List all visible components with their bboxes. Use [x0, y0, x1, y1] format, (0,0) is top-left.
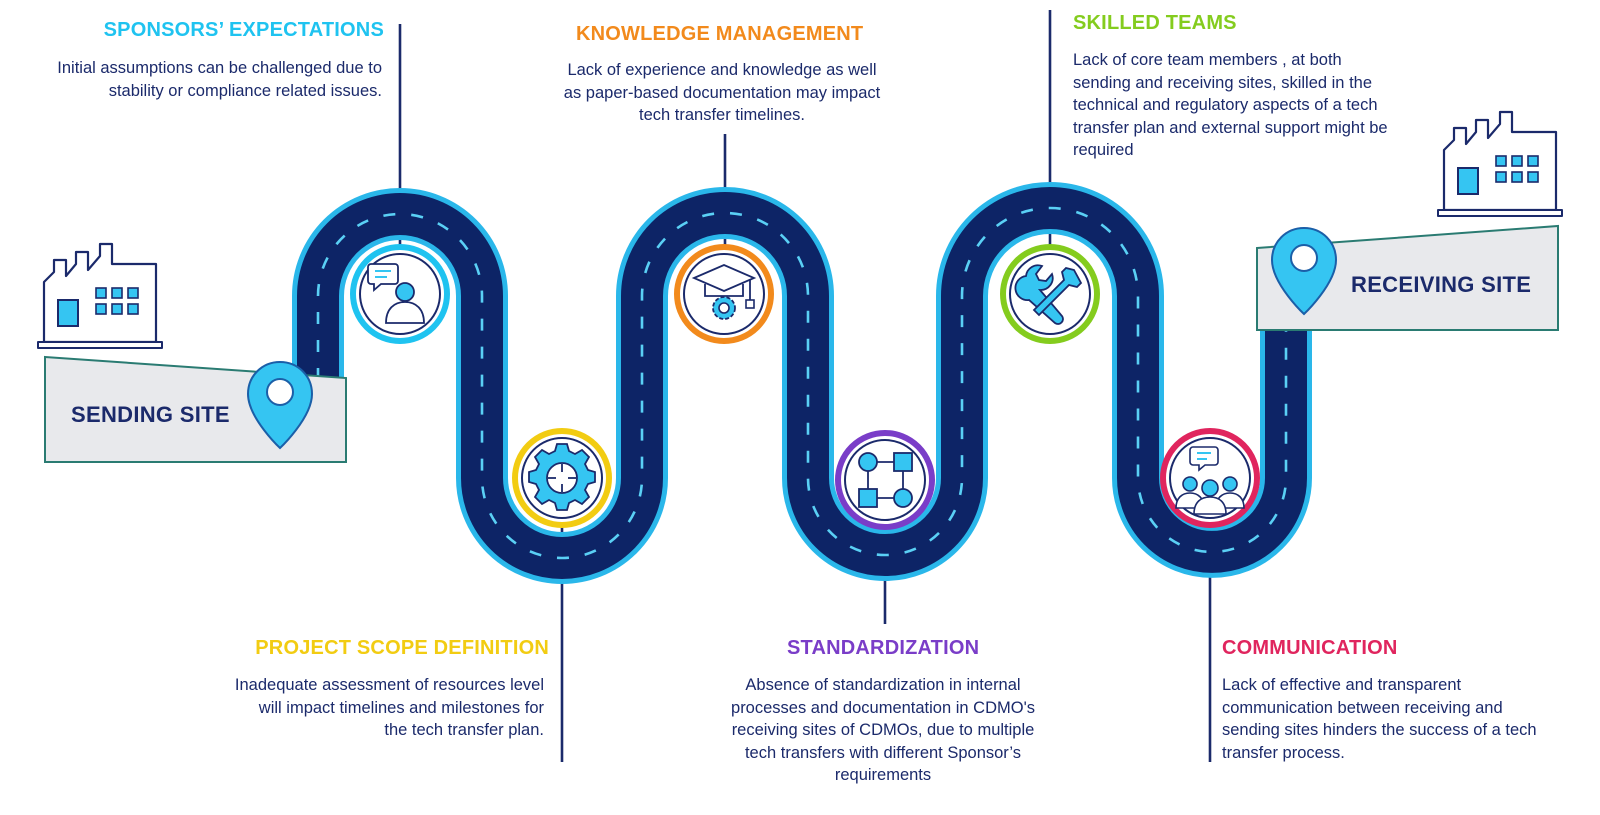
milestone-title-skilled: SKILLED TEAMS	[1073, 12, 1237, 34]
milestone-title-scope: PROJECT SCOPE DEFINITION	[255, 637, 549, 659]
milestone-text-standardization: Absence of standardization in internal p…	[731, 676, 1035, 784]
milestone-text-scope: Inadequate assessment of resources level…	[234, 676, 544, 739]
person-chat-icon	[367, 263, 425, 324]
milestone-marker-communication	[1160, 428, 1260, 528]
sending-factory-icon	[36, 242, 164, 350]
receiving-site	[1256, 110, 1564, 331]
gear-target-icon	[528, 443, 596, 511]
milestone-text-sponsors: Initial assumptions can be challenged du…	[57, 59, 382, 100]
milestone-marker-sponsors	[350, 244, 450, 344]
milestone-title-knowledge: KNOWLEDGE MANAGEMENT	[576, 23, 864, 45]
milestone-marker-scope	[512, 428, 612, 528]
receiving-factory-icon	[1436, 110, 1564, 218]
sending-site	[36, 242, 347, 463]
receiving-site-label: RECEIVING SITE	[1351, 272, 1532, 297]
team-chat-icon	[1175, 446, 1245, 515]
milestone-marker-knowledge	[674, 244, 774, 344]
sending-site-label: SENDING SITE	[71, 402, 230, 427]
graduation-cap-gear-icon	[691, 264, 757, 320]
milestone-title-communication: COMMUNICATION	[1222, 637, 1398, 659]
milestone-title-sponsors: SPONSORS’ EXPECTATIONS	[103, 19, 384, 41]
milestone-title-standardization: STANDARDIZATION	[787, 637, 980, 659]
process-flow-icon	[858, 452, 913, 508]
milestone-marker-standardization	[835, 430, 935, 530]
road-lane-dashes	[316, 206, 1288, 560]
milestone-text-knowledge: Lack of experience and knowledge as well…	[563, 61, 881, 124]
milestone-text-skilled: Lack of core team members , at both send…	[1073, 51, 1388, 159]
wrench-screwdriver-icon	[1014, 264, 1083, 325]
milestone-marker-skilled	[1000, 244, 1100, 344]
milestone-text-communication: Lack of effective and transparent commun…	[1222, 676, 1537, 762]
